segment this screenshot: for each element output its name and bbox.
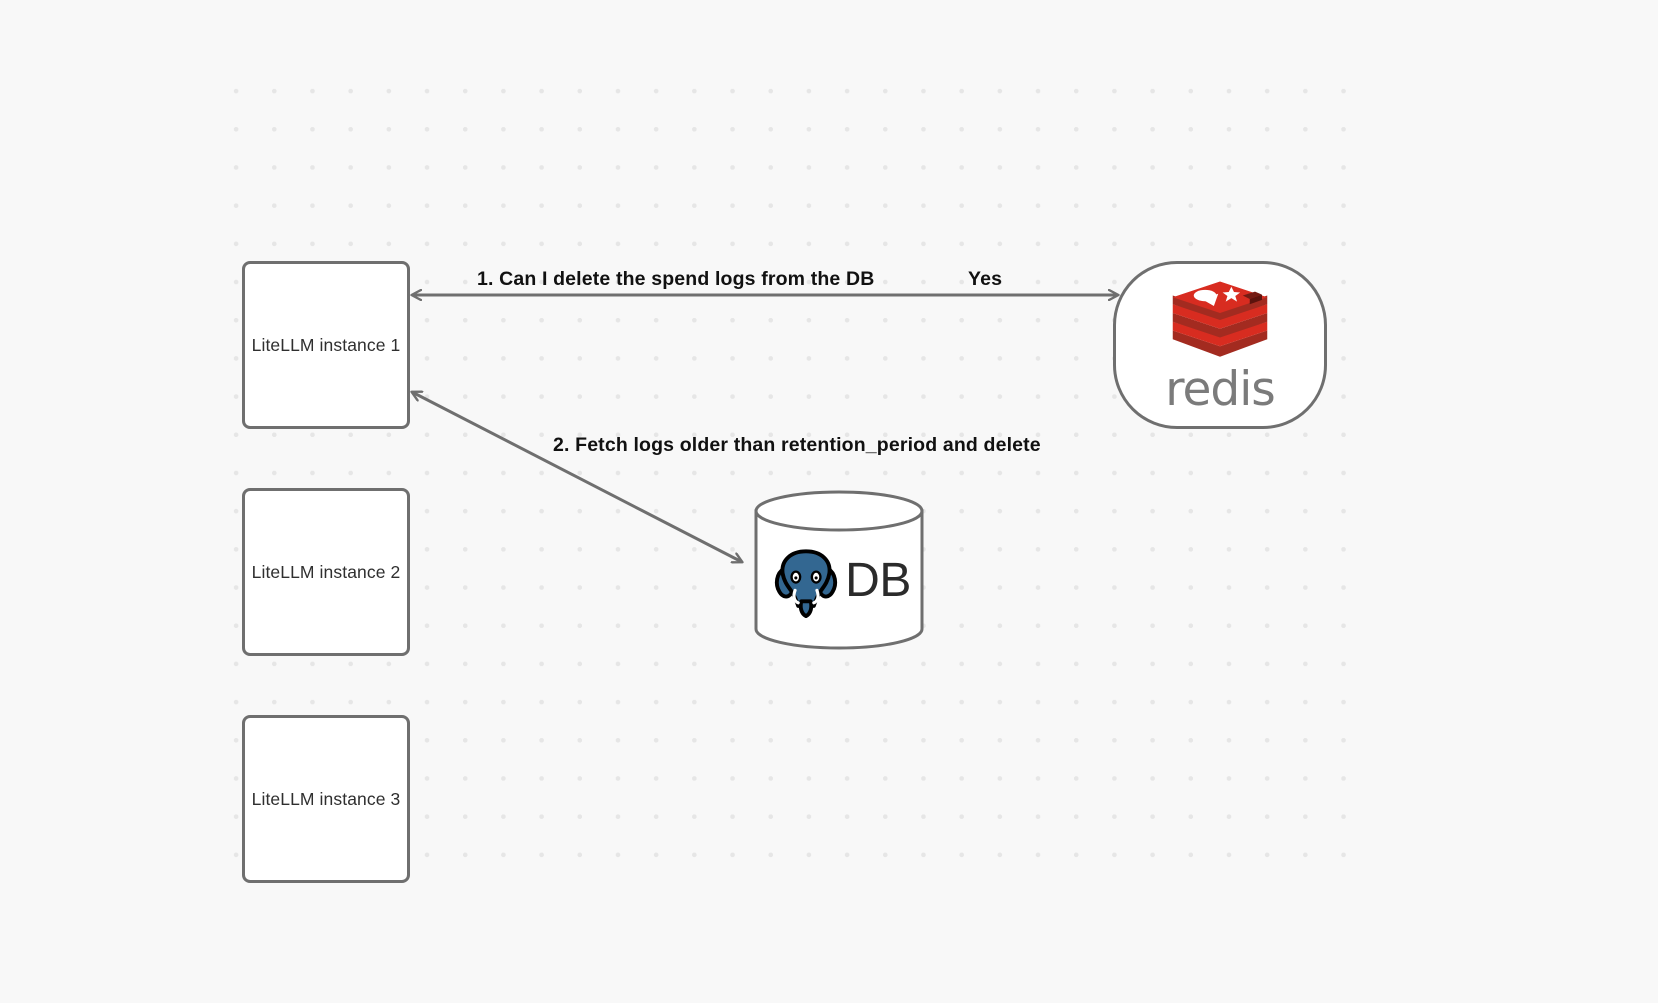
edge-label-1-reply: Yes bbox=[968, 268, 1003, 290]
node-litellm-instance-3[interactable]: LiteLLM instance 3 bbox=[242, 715, 410, 883]
node-redis[interactable]: redis bbox=[1113, 261, 1327, 429]
postgresql-elephant-icon bbox=[775, 549, 838, 619]
node-litellm-instance-1[interactable]: LiteLLM instance 1 bbox=[242, 261, 410, 429]
redis-logo: redis bbox=[1165, 278, 1276, 417]
node-litellm-instance-1-label: LiteLLM instance 1 bbox=[251, 334, 401, 355]
database-content: DB bbox=[753, 490, 925, 650]
database-label: DB bbox=[845, 554, 911, 607]
node-database[interactable]: DB bbox=[753, 490, 925, 650]
edge-label-2: 2. Fetch logs older than retention_perio… bbox=[553, 434, 1041, 456]
redis-stack-icon bbox=[1172, 281, 1268, 357]
edge-label-1: 1. Can I delete the spend logs from the … bbox=[477, 268, 875, 290]
node-litellm-instance-2-label: LiteLLM instance 2 bbox=[251, 561, 401, 582]
redis-wordmark: redis bbox=[1165, 361, 1276, 417]
cylinder-shape bbox=[754, 490, 924, 650]
node-litellm-instance-2[interactable]: LiteLLM instance 2 bbox=[242, 488, 410, 656]
node-litellm-instance-3-label: LiteLLM instance 3 bbox=[251, 788, 401, 809]
edge-litellm1-database bbox=[412, 392, 742, 562]
